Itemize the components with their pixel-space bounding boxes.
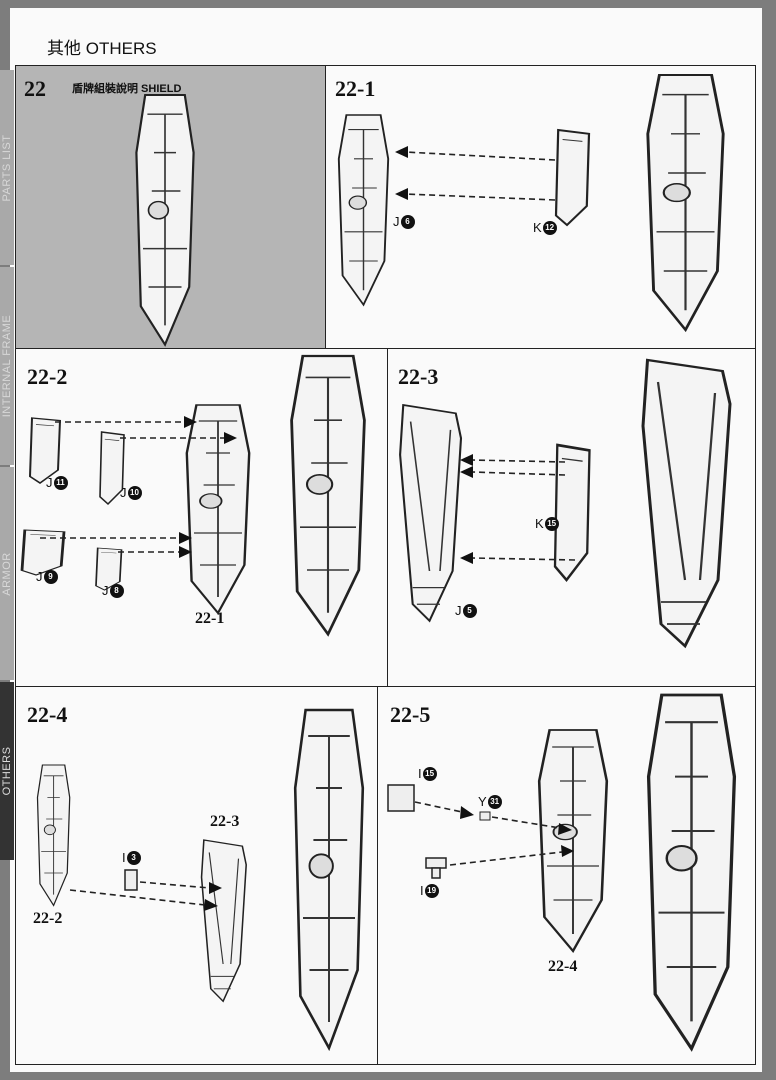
tab-others[interactable]: OTHERS (0, 682, 14, 860)
step1-drawing (337, 73, 725, 332)
step-heading: 盾牌組裝說明 SHIELD (72, 83, 182, 95)
tab-parts-list[interactable]: PARTS LIST (0, 70, 14, 265)
part-number-badge: 10 (127, 485, 142, 500)
part-number-badge: 11 (53, 475, 68, 490)
step-label: 22-1 (335, 76, 376, 101)
reference-label: 22-4 (548, 958, 578, 975)
part-number-badge: 6 (400, 214, 415, 229)
reference-label: 22-1 (195, 610, 225, 627)
step2-drawing (20, 354, 366, 636)
tab-armor[interactable]: ARMOR (0, 467, 14, 680)
part-number-badge: 8 (109, 583, 124, 598)
part-number-badge: 12 (542, 220, 557, 235)
shield-assembled-preview (135, 93, 195, 346)
step-label: 22-3 (398, 364, 439, 389)
reference-label: 22-3 (210, 813, 240, 830)
part-number-badge: 5 (462, 603, 477, 618)
step-label: 22-4 (27, 702, 68, 727)
tab-internal-frame[interactable]: INTERNAL FRAME (0, 267, 14, 465)
step-label: 22-5 (390, 702, 431, 727)
step-number: 22 (24, 76, 46, 101)
step5-drawing (387, 693, 737, 1051)
part-number-badge: 15 (422, 766, 437, 781)
panel-step-22-5 (377, 686, 756, 1065)
part-number-badge: 15 (544, 516, 559, 531)
part-number-badge: 3 (126, 850, 141, 865)
page-title: 其他 OTHERS (47, 39, 157, 58)
part-number-badge: 19 (424, 883, 439, 898)
part-number-badge: 9 (43, 569, 58, 584)
step3-drawing (399, 358, 732, 648)
part-number-badge: 31 (487, 794, 502, 809)
step-label: 22-2 (27, 364, 68, 389)
reference-label: 22-2 (33, 910, 63, 927)
step4-drawing (36, 708, 365, 1050)
